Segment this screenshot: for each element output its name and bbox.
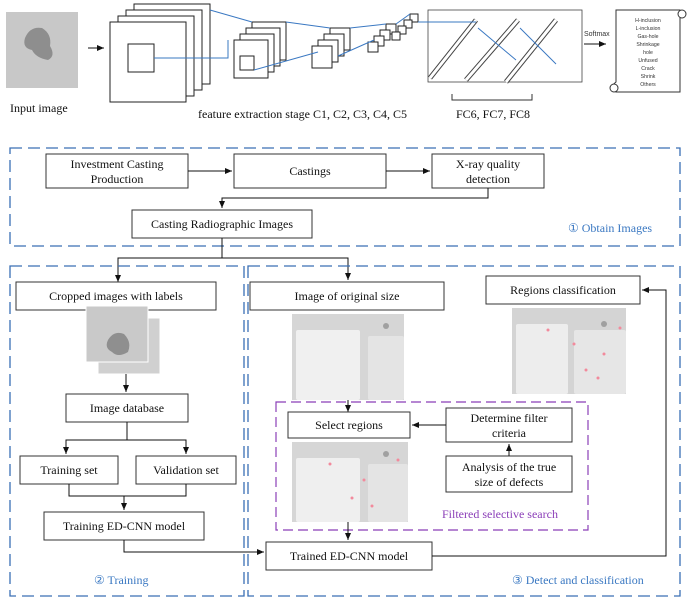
- training-section-frame: [9, 265, 245, 597]
- class-item: Shrinkage: [636, 42, 659, 48]
- training-model-box: [43, 511, 205, 541]
- arrow-validation-set-merge: [124, 484, 187, 497]
- validation-set-box: [135, 455, 237, 485]
- arrow-database-to-training-set: [63, 422, 128, 454]
- class-item: L-inclusion: [636, 26, 661, 32]
- image-database-label: Image database: [90, 401, 164, 415]
- conv-block-2: [233, 21, 287, 79]
- fc-layers: [418, 9, 583, 84]
- arrow-training-set-merge: [68, 484, 127, 510]
- trained-model-label: Trained ED-CNN model: [290, 549, 409, 563]
- radiographic-images-box: [131, 209, 313, 239]
- arrow-xray-to-radiographic: [219, 188, 489, 208]
- conv-block-3: [311, 27, 351, 69]
- filtered-search-label: Filtered selective search: [442, 507, 558, 521]
- radiographic-images-label: Casting Radiographic Images: [151, 217, 293, 231]
- trained-model-box: [265, 541, 433, 571]
- obtain-section-label: ① Obtain Images: [568, 221, 652, 235]
- feature-stage-label: feature extraction stage C1, C2, C3, C4,…: [198, 107, 407, 121]
- input-defect-blob: [24, 27, 53, 60]
- select-regions-box: [287, 411, 411, 439]
- obtain-section-frame: [9, 147, 681, 247]
- conv-block-5: [391, 13, 419, 41]
- xray-box: [431, 153, 545, 189]
- cropped-thumbnails: [85, 305, 161, 375]
- xray-line2: detection: [466, 172, 510, 186]
- class-item: Shrink: [641, 74, 656, 80]
- analysis-box: [445, 455, 573, 493]
- softmax-label: Softmax: [584, 31, 610, 38]
- castings-box: [233, 153, 387, 189]
- investment-casting-line1: Investment Casting: [71, 157, 164, 171]
- class-item: Unfused: [638, 58, 657, 64]
- filter-criteria-box: [445, 407, 573, 443]
- conv-connectors: [154, 9, 411, 71]
- arrow-training-to-trained: [123, 540, 264, 555]
- cropped-images-box: [15, 281, 217, 311]
- validation-set-label: Validation set: [153, 463, 219, 477]
- class-item: Others: [640, 82, 656, 88]
- investment-casting-box: [45, 153, 189, 189]
- selected-xray-image: [292, 442, 408, 522]
- arrow-radiographic-split: [115, 238, 223, 282]
- class-item: H-inclusion: [635, 18, 661, 24]
- class-item: Gas-hole: [637, 34, 658, 40]
- training-section-label: ② Training: [94, 573, 148, 587]
- detect-section-label: ③ Detect and classification: [512, 573, 644, 587]
- filtered-search-frame: [275, 401, 589, 531]
- original-size-label: Image of original size: [295, 289, 400, 303]
- analysis-line1: Analysis of the true: [462, 460, 556, 474]
- training-model-label: Training ED-CNN model: [63, 519, 186, 533]
- arrow-trained-to-regions: [432, 287, 667, 557]
- analysis-line2: size of defects: [475, 475, 544, 489]
- conv-block-1: [109, 3, 211, 103]
- filter-criteria-line2: criteria: [492, 426, 527, 440]
- conv-block-4: [367, 23, 397, 53]
- fc-label: FC6, FC7, FC8: [456, 107, 530, 121]
- original-size-box: [249, 281, 445, 311]
- training-set-label: Training set: [40, 463, 98, 477]
- input-image-label: Input image: [10, 101, 68, 115]
- xray-line1: X-ray quality: [456, 157, 520, 171]
- regions-class-box: [485, 275, 641, 305]
- arrow-radiographic-to-detect: [222, 257, 351, 280]
- cnn-architecture: Input image: [6, 3, 687, 121]
- original-xray-image: [292, 314, 404, 400]
- class-scroll: H-inclusion L-inclusion Gas-hole Shrinka…: [609, 9, 687, 93]
- detect-section-frame: [247, 265, 681, 597]
- filter-criteria-line1: Determine filter: [471, 411, 548, 425]
- regions-class-label: Regions classification: [510, 283, 616, 297]
- cropped-images-label: Cropped images with labels: [49, 289, 183, 303]
- fc-brace: [451, 94, 533, 101]
- castings-label: Castings: [289, 164, 331, 178]
- fc-panel: [427, 9, 583, 83]
- class-item: hole: [643, 50, 653, 56]
- image-database-box: [65, 393, 189, 423]
- select-regions-label: Select regions: [315, 418, 383, 432]
- classified-xray-image: [512, 308, 626, 394]
- arrow-database-to-validation-set: [127, 439, 189, 454]
- class-item: Crack: [641, 66, 655, 72]
- investment-casting-line2: Production: [91, 172, 144, 186]
